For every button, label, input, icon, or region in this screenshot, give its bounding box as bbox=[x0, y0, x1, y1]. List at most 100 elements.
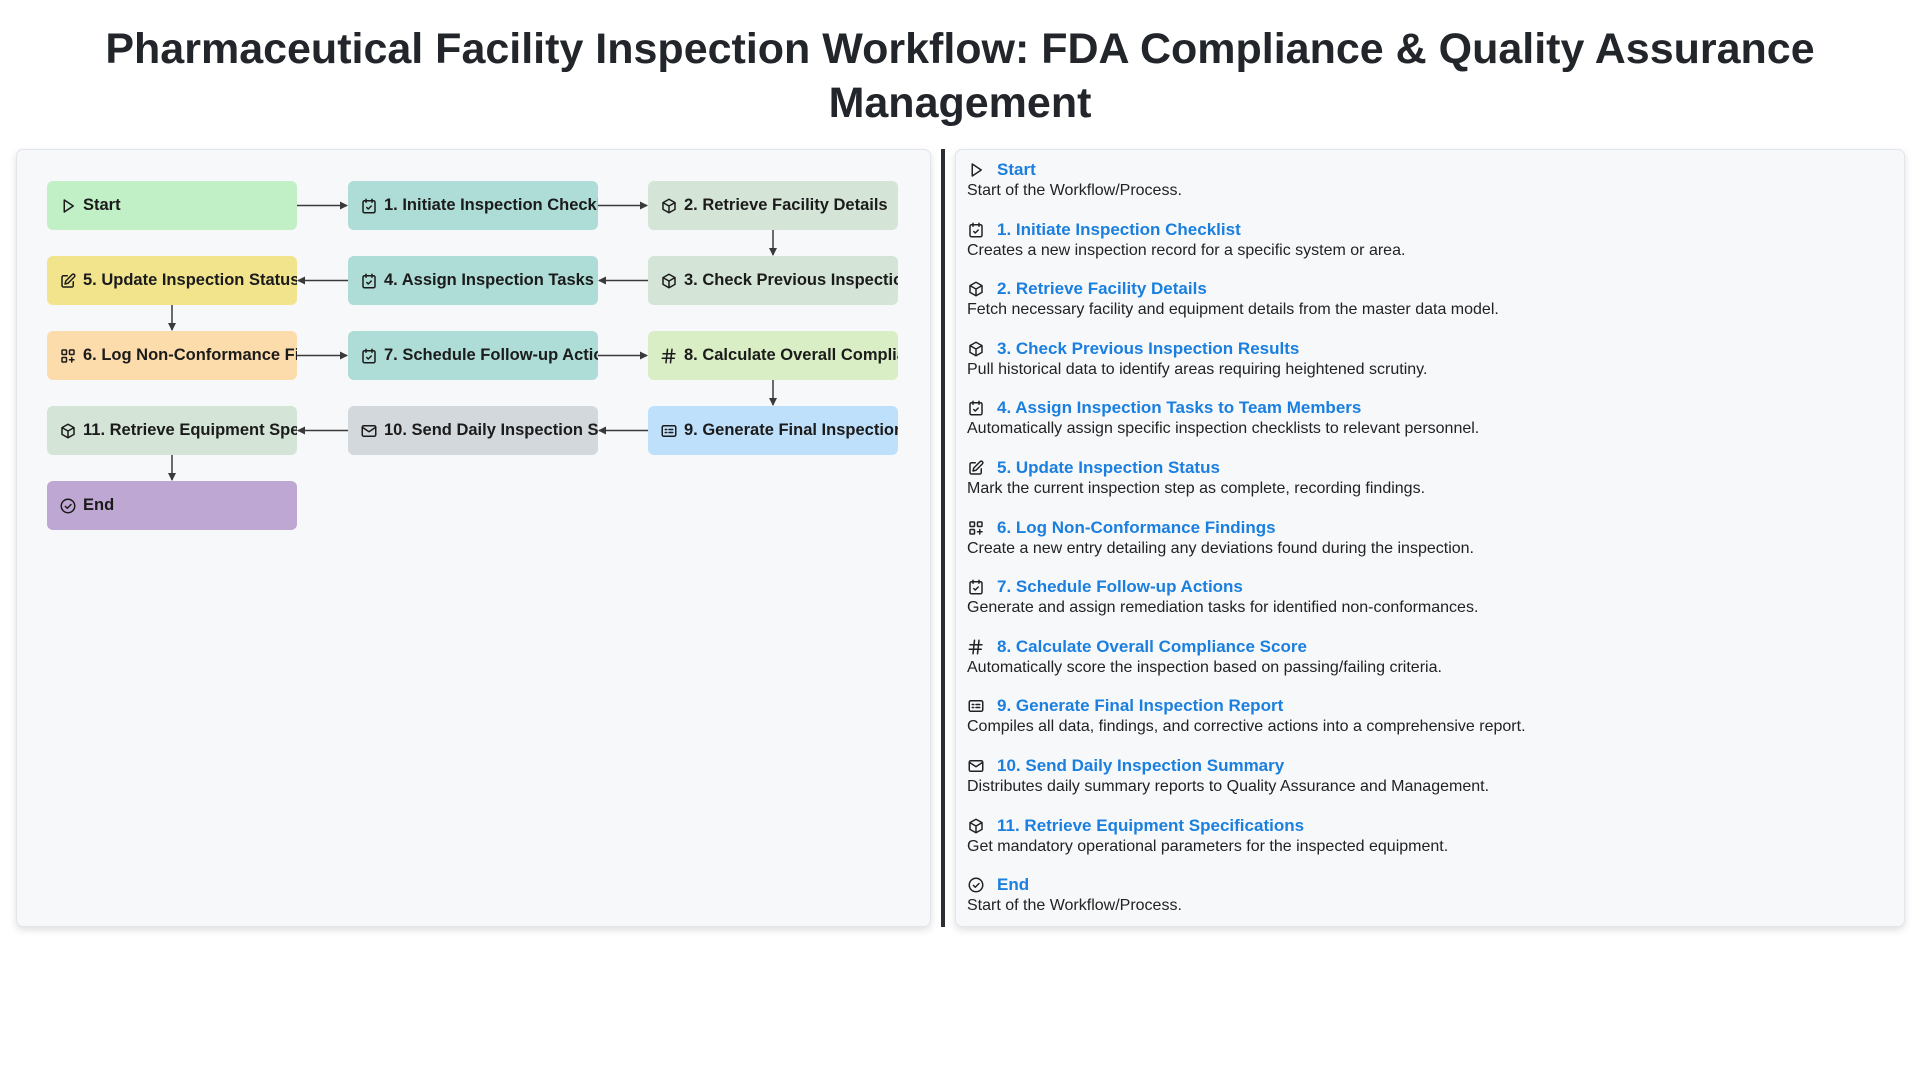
flow-node-label: 8. Calculate Overall Compliance Score bbox=[684, 346, 898, 364]
detail-title-row: 3. Check Previous Inspection Results bbox=[967, 339, 1427, 359]
mail-icon bbox=[967, 757, 985, 775]
edit-icon bbox=[967, 459, 985, 477]
details-panel bbox=[955, 149, 1905, 927]
detail-title[interactable]: End bbox=[997, 875, 1030, 894]
flow-node-label: 10. Send Daily Inspection Summary bbox=[384, 421, 598, 439]
report-icon bbox=[660, 422, 678, 440]
detail-title-row: 5. Update Inspection Status bbox=[967, 458, 1425, 478]
detail-title-row: 9. Generate Final Inspection Report bbox=[967, 696, 1526, 716]
flow-node-2[interactable]: 2. Retrieve Facility Details bbox=[648, 181, 898, 230]
page-title: Pharmaceutical Facility Inspection Workf… bbox=[105, 25, 1815, 127]
detail-title[interactable]: 3. Check Previous Inspection Results bbox=[997, 339, 1300, 358]
detail-title[interactable]: 11. Retrieve Equipment Specifications bbox=[997, 816, 1305, 835]
detail-description: Automatically score the inspection based… bbox=[967, 659, 1442, 676]
flow-node-10[interactable]: 10. Send Daily Inspection Summary bbox=[348, 406, 598, 455]
detail-description: Creates a new inspection record for a sp… bbox=[967, 242, 1406, 259]
flow-node-0[interactable]: Start bbox=[47, 181, 297, 230]
flow-node-label: 7. Schedule Follow-up Actions bbox=[384, 346, 598, 364]
hash-icon bbox=[660, 347, 678, 365]
flow-node-1[interactable]: 1. Initiate Inspection Checklist bbox=[348, 181, 598, 230]
checkbox-icon bbox=[360, 272, 378, 290]
detail-title[interactable]: 1. Initiate Inspection Checklist bbox=[997, 220, 1241, 239]
flow-node-12[interactable]: End bbox=[47, 481, 297, 530]
flow-node-8[interactable]: 8. Calculate Overall Compliance Score bbox=[648, 331, 898, 380]
flow-node-label: 3. Check Previous Inspection Results bbox=[684, 271, 898, 289]
detail-title-row: End bbox=[967, 875, 1182, 895]
detail-title-row: 6. Log Non-Conformance Findings bbox=[967, 518, 1474, 538]
cube-icon bbox=[967, 280, 985, 298]
detail-description: Get mandatory operational parameters for… bbox=[967, 838, 1449, 855]
hash-icon bbox=[967, 638, 985, 656]
grid-add-icon bbox=[59, 347, 77, 365]
edit-icon bbox=[59, 272, 77, 290]
flow-node-label: 11. Retrieve Equipment Specifications bbox=[83, 421, 297, 439]
flow-node-label: End bbox=[83, 496, 115, 514]
flow-node-label: Start bbox=[83, 196, 121, 214]
checkbox-icon bbox=[967, 221, 985, 239]
detail-title[interactable]: Start bbox=[997, 160, 1036, 179]
detail-title[interactable]: 6. Log Non-Conformance Findings bbox=[997, 518, 1276, 537]
detail-title[interactable]: 8. Calculate Overall Compliance Score bbox=[997, 637, 1307, 656]
detail-title[interactable]: 5. Update Inspection Status bbox=[997, 458, 1220, 477]
checkbox-icon bbox=[360, 197, 378, 215]
flow-node-label: 2. Retrieve Facility Details bbox=[684, 196, 888, 214]
detail-description: Automatically assign specific inspection… bbox=[967, 420, 1480, 437]
detail-title-row: 10. Send Daily Inspection Summary bbox=[967, 756, 1489, 776]
detail-title-row: 4. Assign Inspection Tasks to Team Membe… bbox=[967, 398, 1479, 418]
detail-title[interactable]: 9. Generate Final Inspection Report bbox=[997, 696, 1284, 715]
detail-description: Start of the Workflow/Process. bbox=[967, 182, 1182, 199]
detail-description: Generate and assign remediation tasks fo… bbox=[967, 599, 1479, 616]
flow-node-label: 1. Initiate Inspection Checklist bbox=[384, 196, 598, 214]
detail-description: Fetch necessary facility and equipment d… bbox=[967, 301, 1499, 318]
mail-icon bbox=[360, 422, 378, 440]
flow-node-5[interactable]: 5. Update Inspection Status bbox=[47, 256, 297, 305]
detail-title[interactable]: 4. Assign Inspection Tasks to Team Membe… bbox=[997, 398, 1362, 417]
check-circle-icon bbox=[59, 497, 77, 515]
report-icon bbox=[967, 697, 985, 715]
detail-description: Pull historical data to identify areas r… bbox=[967, 361, 1428, 378]
detail-description: Distributes daily summary reports to Qua… bbox=[967, 778, 1490, 795]
flow-node-label: 9. Generate Final Inspection Report bbox=[684, 421, 898, 439]
flow-node-label: 5. Update Inspection Status bbox=[83, 271, 297, 289]
cube-icon bbox=[660, 197, 678, 215]
panel-divider[interactable] bbox=[941, 149, 945, 927]
flow-node-label: 6. Log Non-Conformance Findings bbox=[83, 346, 297, 364]
flow-node-6[interactable]: 6. Log Non-Conformance Findings bbox=[47, 331, 297, 380]
flow-node-7[interactable]: 7. Schedule Follow-up Actions bbox=[348, 331, 598, 380]
checkbox-icon bbox=[967, 399, 985, 417]
grid-add-icon bbox=[967, 519, 985, 537]
checkbox-icon bbox=[360, 347, 378, 365]
flow-node-11[interactable]: 11. Retrieve Equipment Specifications bbox=[47, 406, 297, 455]
detail-title-row: 2. Retrieve Facility Details bbox=[967, 279, 1499, 299]
detail-title-row: 11. Retrieve Equipment Specifications bbox=[967, 816, 1448, 836]
check-circle-icon bbox=[967, 876, 985, 894]
detail-item: 4. Assign Inspection Tasks to Team Membe… bbox=[967, 398, 1479, 439]
detail-title[interactable]: 2. Retrieve Facility Details bbox=[997, 279, 1207, 298]
play-icon bbox=[967, 161, 985, 179]
play-icon bbox=[59, 197, 77, 215]
flow-node-3[interactable]: 3. Check Previous Inspection Results bbox=[648, 256, 898, 305]
detail-description: Create a new entry detailing any deviati… bbox=[967, 540, 1474, 557]
cube-icon bbox=[59, 422, 77, 440]
flow-node-9[interactable]: 9. Generate Final Inspection Report bbox=[648, 406, 898, 455]
checkbox-icon bbox=[967, 578, 985, 596]
detail-description: Start of the Workflow/Process. bbox=[967, 897, 1182, 914]
flow-node-4[interactable]: 4. Assign Inspection Tasks to Team Membe… bbox=[348, 256, 598, 305]
detail-title[interactable]: 10. Send Daily Inspection Summary bbox=[997, 756, 1285, 775]
detail-title-row: 1. Initiate Inspection Checklist bbox=[967, 220, 1405, 240]
detail-description: Compiles all data, findings, and correct… bbox=[967, 718, 1526, 735]
detail-title[interactable]: 7. Schedule Follow-up Actions bbox=[997, 577, 1243, 596]
cube-icon bbox=[967, 340, 985, 358]
detail-description: Mark the current inspection step as comp… bbox=[967, 480, 1426, 497]
